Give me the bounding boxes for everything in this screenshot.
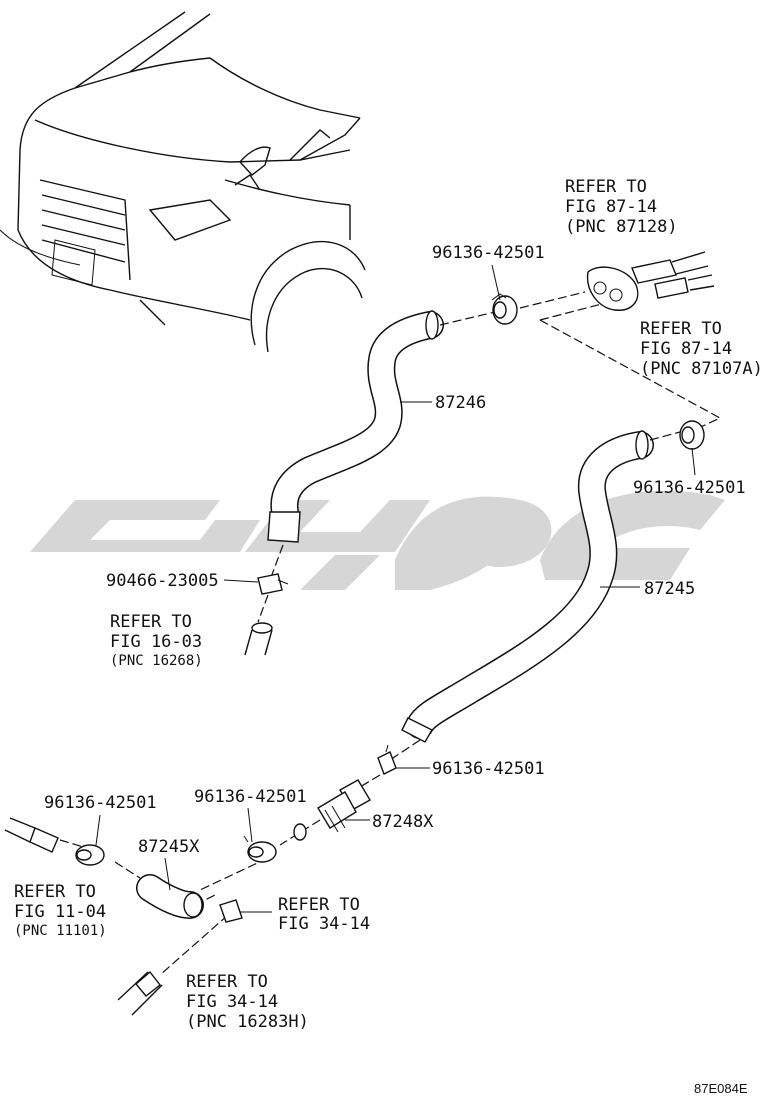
pipe-11101 [4, 817, 59, 853]
refer-b2-line-2: FIG 34-14 [186, 992, 278, 1012]
clamp-fig34-14 [219, 899, 243, 923]
refer-right-line-3: (PNC 87107A) [640, 359, 760, 379]
refer-right-line-1: REFER TO [640, 319, 722, 339]
hose-87246 [267, 310, 444, 543]
label-hose-87245x: 87245X [138, 837, 200, 857]
refer-bl-line-1: REFER TO [14, 882, 96, 902]
label-clamp-90466: 90466-23005 [106, 571, 219, 591]
refer-top-line-2: FIG 87-14 [565, 197, 657, 217]
clamp-mid [377, 744, 397, 775]
clamp-right [679, 420, 705, 450]
clamp-90466 [257, 573, 289, 595]
refer-left-line-3: (PNC 16268) [110, 653, 203, 669]
clamp-bl [75, 844, 105, 866]
label-clamp-bc: 96136-42501 [194, 787, 307, 807]
refer-b2-line-1: REFER TO [186, 972, 268, 992]
refer-left-line-2: FIG 16-03 [110, 632, 202, 652]
diagram-code: 87E084E [694, 1081, 748, 1096]
label-hose-87245: 87245 [644, 579, 695, 599]
hose-87245 [401, 430, 654, 743]
vehicle-front-illustration [0, 11, 366, 353]
refer-bl-line-3: (PNC 11101) [14, 923, 107, 939]
label-clamp-right: 96136-42501 [633, 478, 746, 498]
refer-top-line-1: REFER TO [565, 177, 647, 197]
refer-b1-line-1: REFER TO [278, 895, 360, 915]
refer-b2-line-3: (PNC 16283H) [186, 1012, 309, 1032]
grommet-fitting-87128 [586, 251, 715, 311]
label-clamp-bl: 96136-42501 [44, 793, 157, 813]
refer-right-line-2: FIG 87-14 [640, 339, 732, 359]
label-hose-87246: 87246 [435, 393, 486, 413]
refer-top-line-3: (PNC 87128) [565, 217, 678, 237]
leader-lines [95, 264, 696, 913]
label-clamp-top: 96136-42501 [432, 243, 545, 263]
pipe-16283h [117, 970, 163, 1016]
hose-87245x [136, 874, 204, 919]
hose-87248x [293, 779, 371, 841]
clamp-bc [243, 835, 277, 863]
pipe-16268 [244, 622, 273, 656]
refer-left-line-1: REFER TO [110, 612, 192, 632]
label-clamp-mid: 96136-42501 [432, 759, 545, 779]
refer-b1-line-2: FIG 34-14 [278, 914, 370, 934]
clamp-top [491, 293, 518, 325]
refer-bl-line-2: FIG 11-04 [14, 902, 106, 922]
label-hose-87248x: 87248X [372, 812, 434, 832]
